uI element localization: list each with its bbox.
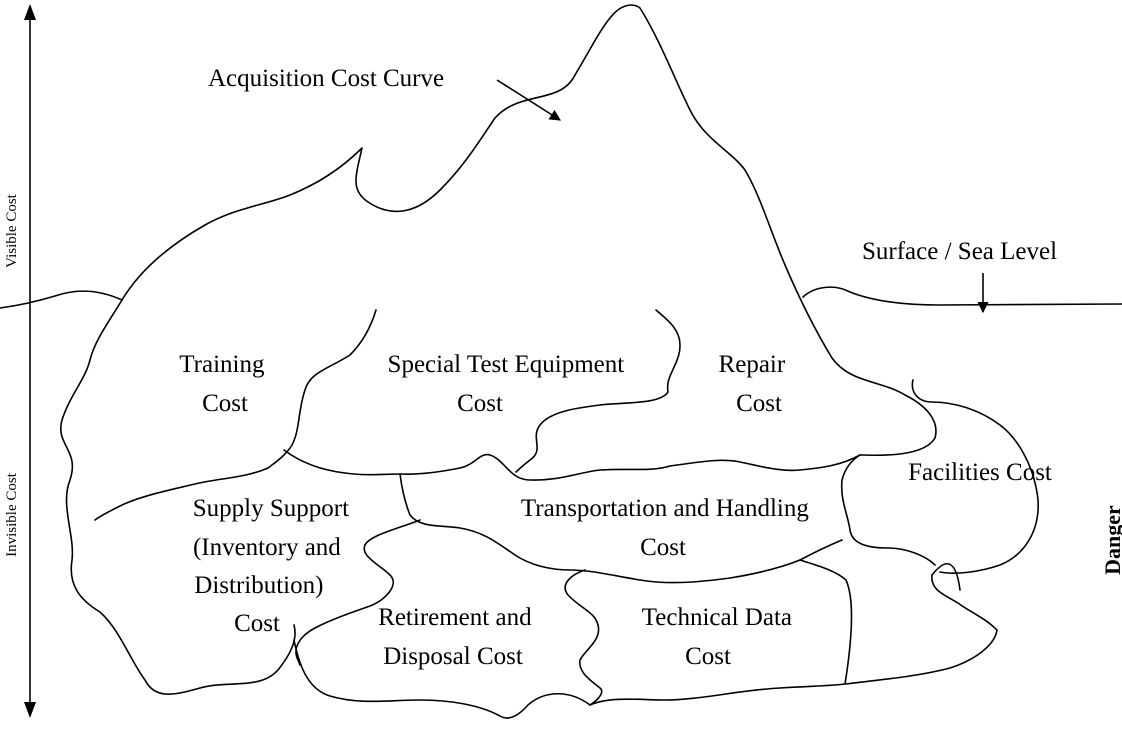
- training-special-divider: [94, 309, 377, 521]
- supply-retirement-divider: [295, 519, 421, 666]
- sea-level-line-right: [802, 286, 1122, 306]
- supply-support-label: Supply Support (Inventory and Distributi…: [193, 495, 356, 637]
- retirement-disposal-label: Retirement and Disposal Cost: [378, 604, 538, 670]
- sea-level-label: Surface / Sea Level: [862, 238, 1057, 265]
- facilities-right-outline: [911, 379, 1039, 574]
- retirement-technical-divider: [564, 569, 603, 706]
- iceberg-left-outline: [59, 299, 296, 695]
- iceberg-bottom-outline: [293, 639, 591, 719]
- iceberg-top-outline: [121, 4, 937, 457]
- axis-arrow-up-icon: [24, 4, 36, 20]
- technical-bottom-right-divider: [799, 559, 853, 685]
- danger-label: Danger: [1100, 505, 1122, 575]
- vertical-axis: Visible Cost Invisible Cost: [4, 4, 36, 718]
- repair-cost-label: Repair Cost: [719, 351, 792, 417]
- mid-band-upper-divider: [283, 449, 861, 481]
- acquisition-cost-label: Acquisition Cost Curve: [208, 65, 444, 92]
- visible-cost-label: Visible Cost: [4, 193, 20, 268]
- supply-transport-divider: [399, 473, 843, 584]
- special-test-equipment-label: Special Test Equipment Cost: [388, 351, 631, 417]
- axis-arrow-down-icon: [24, 702, 36, 718]
- facilities-left-outline: [840, 454, 936, 566]
- training-cost-label: Training Cost: [179, 351, 270, 417]
- special-repair-divider: [515, 309, 681, 473]
- facilities-cost-label: Facilities Cost: [908, 459, 1052, 486]
- iceberg-bottom-right-outline: [589, 563, 998, 706]
- sea-level-line-left: [0, 290, 123, 309]
- technical-data-label: Technical Data Cost: [642, 604, 799, 670]
- invisible-cost-label: Invisible Cost: [4, 472, 20, 557]
- acquisition-cost-arrow: [496, 79, 561, 121]
- transportation-handling-label: Transportation and Handling Cost: [521, 495, 815, 561]
